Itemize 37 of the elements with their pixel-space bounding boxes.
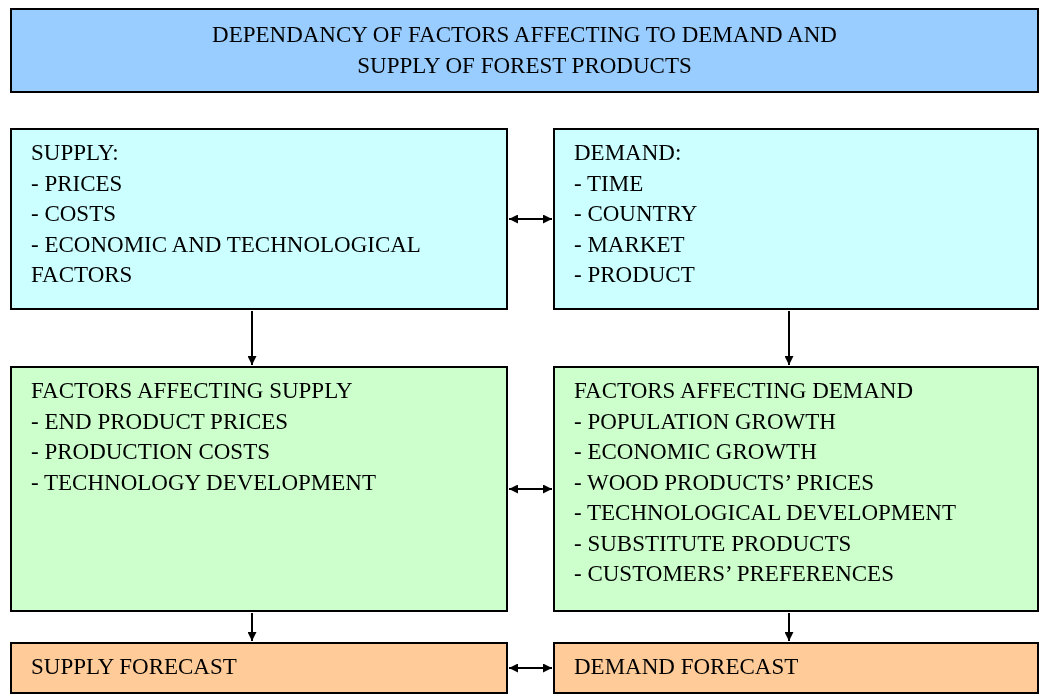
list-item: - PRICES [31, 169, 124, 198]
box-heading: DEMAND FORECAST [574, 653, 800, 681]
arrow [247, 310, 257, 366]
text-box [553, 128, 1039, 310]
box-heading: SUPPLY FORECAST [31, 653, 238, 681]
list-item: - TECHNOLOGICAL DEVELOPMENT [574, 499, 957, 527]
text-box [10, 366, 508, 612]
list-item: - ECONOMIC AND TECHNOLOGICAL FACTORS [31, 230, 422, 289]
list-item: - SUBSTITUTE PRODUCTS [574, 529, 853, 558]
box-heading: FACTORS AFFECTING SUPPLY [31, 377, 354, 405]
box-heading: FACTORS AFFECTING DEMAND [574, 377, 915, 405]
title-text: DEPENDANCY OF FACTORS AFFECTING TO DEMAND AND SUPPLY OF FOREST PRODUCTS [212, 21, 837, 80]
list-item: - TIME [574, 169, 645, 198]
arrow [508, 484, 553, 494]
list-item: - COUNTRY [574, 200, 699, 228]
arrow [508, 214, 553, 224]
list-item: - WOOD PRODUCTS’ PRICES [574, 468, 876, 497]
text-box [553, 366, 1039, 612]
box-heading: DEMAND: [574, 139, 683, 167]
list-item: - ECONOMIC GROWTH [574, 438, 818, 466]
arrow [508, 663, 553, 673]
list-item: - PRODUCT [574, 261, 696, 289]
list-item: - MARKET [574, 230, 686, 259]
text-box [10, 642, 508, 694]
list-item: - COSTS [31, 200, 117, 228]
list-item: - TECHNOLOGY DEVELOPMENT [31, 468, 377, 497]
arrow [784, 612, 794, 642]
list-item: - CUSTOMERS’ PREFERENCES [574, 560, 895, 588]
text-box [10, 128, 508, 310]
box-heading: SUPPLY: [31, 139, 120, 167]
list-item: - POPULATION GROWTH [574, 407, 837, 436]
list-item: - END PRODUCT PRICES [31, 407, 290, 436]
arrow [784, 310, 794, 366]
list-item: - PRODUCTION COSTS [31, 438, 271, 466]
arrow [247, 612, 257, 642]
title-banner [10, 8, 1039, 93]
text-box [553, 642, 1039, 694]
